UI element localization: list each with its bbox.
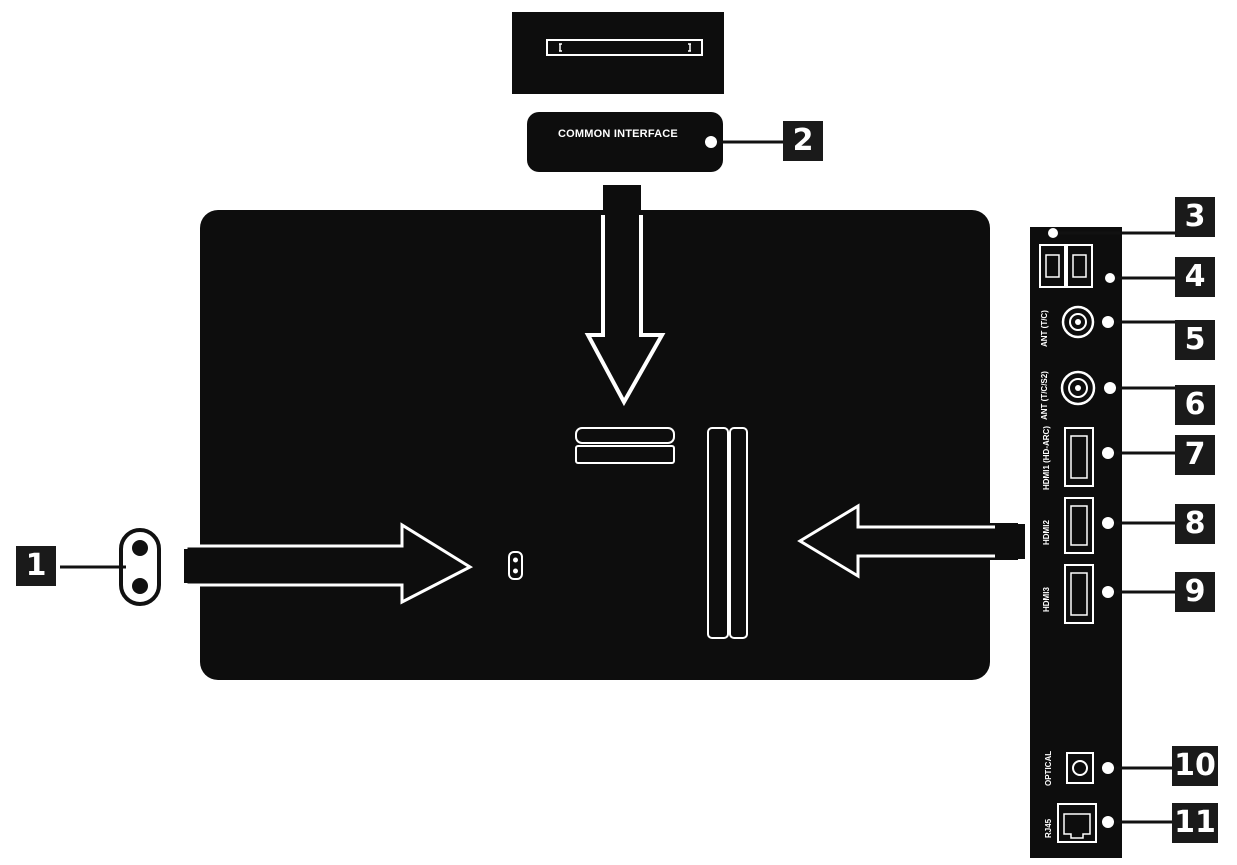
- left-arrow: [796, 502, 1018, 580]
- rj45-label: RJ45: [1044, 818, 1053, 838]
- hdmi1-port: [1064, 427, 1094, 487]
- hdmi3-label: HDMI3: [1042, 587, 1051, 612]
- callout-4: 4: [1175, 257, 1215, 297]
- connector-panel-left: [707, 427, 729, 639]
- callout-7: 7: [1175, 435, 1215, 475]
- optical-label: OPTICAL: [1044, 750, 1053, 786]
- common-interface-box: [527, 112, 723, 172]
- ant-s2-label: ANT (T/C/S2): [1040, 371, 1049, 420]
- down-arrow: [586, 185, 664, 402]
- ci-slot-lower: [575, 445, 675, 464]
- callout-9: 9: [1175, 572, 1215, 612]
- hdmi3-port: [1064, 564, 1094, 624]
- usb-port-1: [1039, 244, 1066, 288]
- common-interface-label: COMMON INTERFACE: [558, 128, 678, 140]
- ant-t-label: ANT (T/C): [1040, 310, 1049, 347]
- callout-6: 6: [1175, 385, 1215, 425]
- usb-port-2: [1066, 244, 1093, 288]
- callout-5: 5: [1175, 320, 1215, 360]
- ci-slot-upper: [575, 427, 675, 444]
- power-socket-small: [508, 551, 523, 580]
- callout-11: 11: [1172, 803, 1218, 843]
- callout-1: 1: [16, 546, 56, 586]
- rj45-port: [1057, 803, 1097, 843]
- callout-2: 2: [783, 121, 823, 161]
- callout-3: 3: [1175, 197, 1215, 237]
- ant-port-1: [1061, 305, 1095, 339]
- callout-8: 8: [1175, 504, 1215, 544]
- hdmi2-port: [1064, 497, 1094, 554]
- ci-card-slot: [512, 12, 724, 94]
- callout-10: 10: [1172, 746, 1218, 786]
- ant-port-2: [1060, 370, 1096, 406]
- hdmi1-label: HDMI1 (HD-ARC): [1042, 426, 1051, 490]
- optical-port: [1066, 752, 1094, 784]
- connector-panel-right: [729, 427, 748, 639]
- ci-card-slot-outline: [546, 39, 703, 56]
- hdmi2-label: HDMI2: [1042, 520, 1051, 545]
